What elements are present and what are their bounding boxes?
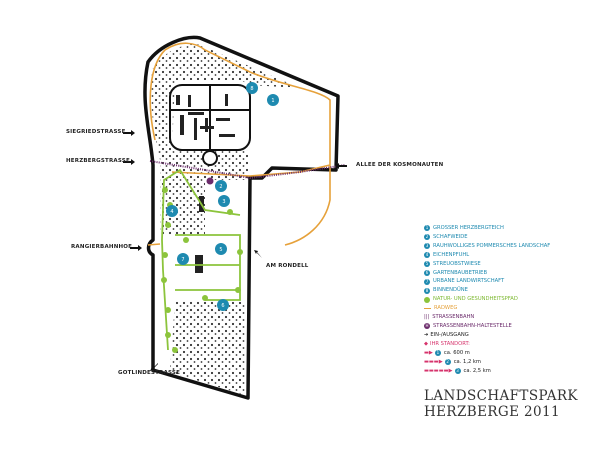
street-label-siegried: SIEGRIEDSTRASSE xyxy=(66,129,126,135)
entrance-arrow-allee xyxy=(335,163,347,169)
legend-tram: |||STRASSENBAHN xyxy=(424,314,475,321)
legend-standort: ◆IHR STANDORT: xyxy=(424,340,470,347)
tram-stop xyxy=(206,177,214,185)
nature-trail xyxy=(161,168,241,351)
svg-text:8: 8 xyxy=(250,86,253,92)
marker-1[interactable]: 1 xyxy=(267,94,279,106)
marker-2[interactable]: 2 xyxy=(215,180,227,192)
svg-text:3: 3 xyxy=(222,199,225,205)
title-line-1: LANDSCHAFTSPARK xyxy=(424,388,578,404)
svg-text:7: 7 xyxy=(181,257,184,263)
svg-text:1: 1 xyxy=(271,98,274,104)
tram-line xyxy=(149,160,346,180)
marker-7[interactable]: 7 xyxy=(177,253,189,265)
svg-text:5: 5 xyxy=(219,247,222,253)
marker-4[interactable]: 4 xyxy=(166,205,178,217)
marker-5[interactable]: 5 xyxy=(215,243,227,255)
street-label-rangier: RANGIERBAHNHOF xyxy=(71,244,133,250)
street-label-allee: ALLEE DER KOSMONAUTEN xyxy=(356,162,444,168)
entrance-arrow-gotlinde xyxy=(150,363,158,371)
street-label-herzberg: HERZBERGSTRASSE xyxy=(66,158,130,164)
svg-text:2: 2 xyxy=(219,184,222,190)
radweg-route xyxy=(147,42,331,246)
map-title: LANDSCHAFTSPARK HERZBERGE 2011 xyxy=(424,388,578,420)
forest-south xyxy=(170,300,245,395)
rondell xyxy=(202,150,218,166)
marker-6[interactable]: 6 xyxy=(217,299,229,311)
marker-3[interactable]: 3 xyxy=(218,195,230,207)
legend-entrance: ➜EIN-/AUSGANG xyxy=(424,331,469,338)
entrance-arrow-rangier xyxy=(130,245,142,251)
forest-north xyxy=(150,44,300,160)
svg-text:4: 4 xyxy=(170,209,173,215)
entrance-arrow-herzberg xyxy=(123,159,135,165)
title-line-2: HERZBERGE 2011 xyxy=(424,404,560,420)
svg-text:6: 6 xyxy=(221,303,224,309)
entrance-arrow-siegried xyxy=(123,130,135,136)
entrance-arrow-rondell xyxy=(254,250,262,258)
legend-nature-trail: NATUR- UND GESUNDHEITSPFAD xyxy=(424,295,550,304)
street-label-gotlinde: GOTLINDESTRASSE xyxy=(118,370,181,376)
street-label-rondell: AM RONDELL xyxy=(266,263,309,269)
marker-8[interactable]: 8 xyxy=(246,82,258,94)
legend-radweg: RADWEG xyxy=(424,304,550,313)
